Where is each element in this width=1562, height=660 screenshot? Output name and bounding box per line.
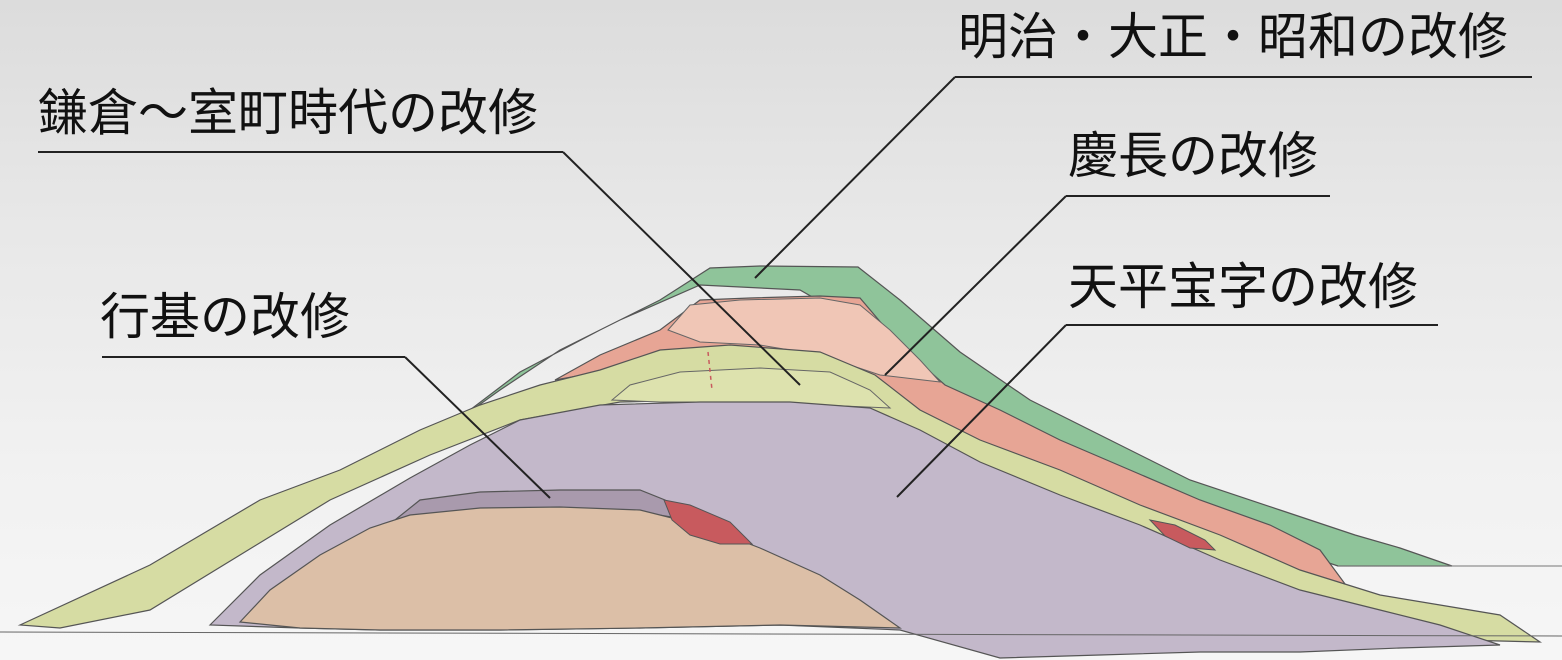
label-keicho: 慶長の改修 xyxy=(1068,127,1318,185)
kamakura-leader xyxy=(562,151,801,386)
gyoki-leader xyxy=(404,356,551,499)
label-meiji-taisho-showa: 明治・大正・昭和の改修 xyxy=(958,8,1508,66)
leader-lines xyxy=(38,76,1532,499)
red-patch-right xyxy=(1148,519,1217,551)
red-patch-left xyxy=(663,499,754,545)
tenpyo-leader xyxy=(896,324,1067,498)
meiji-leader xyxy=(754,76,956,279)
gyoki-core-layer xyxy=(238,506,902,631)
label-kamakura-muromachi: 鎌倉～室町時代の改修 xyxy=(38,84,538,142)
label-gyoki: 行基の改修 xyxy=(100,288,350,346)
label-tenpyo-hoji: 天平宝字の改修 xyxy=(1068,258,1418,316)
ground-line xyxy=(0,631,1562,637)
keicho-leader xyxy=(884,195,1067,376)
meiji-taisho-showa-layer xyxy=(394,265,1453,567)
dashed-mark xyxy=(707,351,713,391)
